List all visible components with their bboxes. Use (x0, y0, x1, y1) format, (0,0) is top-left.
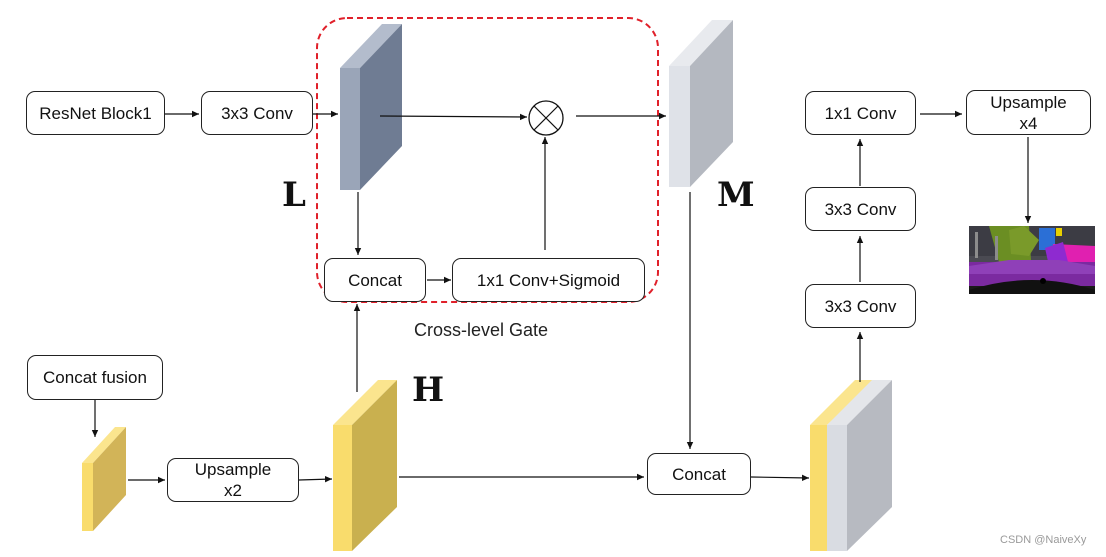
conv1x1-sigmoid-box: 1x1 Conv+Sigmoid (452, 258, 645, 302)
resnet-block1-box: ResNet Block1 (26, 91, 165, 135)
segmentation-output-image (969, 226, 1095, 294)
conv3x3-b-box: 3x3 Conv (805, 187, 916, 231)
conv1x1-label: 1x1 Conv (824, 103, 897, 123)
concat-gate-box: Concat (324, 258, 426, 302)
concat-gate-label: Concat (348, 270, 402, 290)
feature-map-fusion (82, 427, 126, 531)
feature-map-h (333, 380, 397, 551)
upsample-x4-label-line2: x4 (1019, 113, 1038, 133)
upsample-x2-box: Upsample x2 (167, 458, 299, 502)
upsample-x2-label-line2: x2 (224, 481, 242, 500)
label-l: L (282, 175, 306, 215)
conv3x3-top-label: 3x3 Conv (221, 103, 293, 123)
conv1x1-sigmoid-label: 1x1 Conv+Sigmoid (476, 270, 621, 290)
multiply-node (528, 100, 564, 136)
flow-arrows (91, 110, 1032, 484)
concat-bottom-label: Concat (672, 464, 726, 484)
conv3x3-a-box: 3x3 Conv (805, 284, 916, 328)
upsample-x2-label-line1: Upsample (194, 460, 272, 479)
concat-fusion-label: Concat fusion (43, 368, 147, 387)
conv3x3-top-box: 3x3 Conv (201, 91, 313, 135)
cross-level-gate-frame (316, 17, 659, 303)
concat-fusion-box: Concat fusion (27, 355, 163, 400)
feature-map-concat (810, 380, 892, 551)
cross-level-gate-caption: Cross-level Gate (414, 320, 549, 340)
upsample-x4-label-line1: Upsample (990, 92, 1067, 112)
label-m: M (717, 175, 755, 215)
feature-map-m (669, 20, 733, 187)
upsample-x4-box: Upsample x4 (966, 90, 1091, 135)
feature-map-l (340, 24, 402, 190)
resnet-block1-label: ResNet Block1 (39, 103, 152, 123)
conv3x3-b-label: 3x3 Conv (824, 199, 897, 219)
label-h: H (412, 370, 445, 410)
conv3x3-a-label: 3x3 Conv (824, 296, 897, 316)
watermark: CSDN @NaiveXy (1000, 534, 1087, 546)
concat-bottom-box: Concat (647, 453, 751, 495)
conv1x1-box: 1x1 Conv (805, 91, 916, 135)
